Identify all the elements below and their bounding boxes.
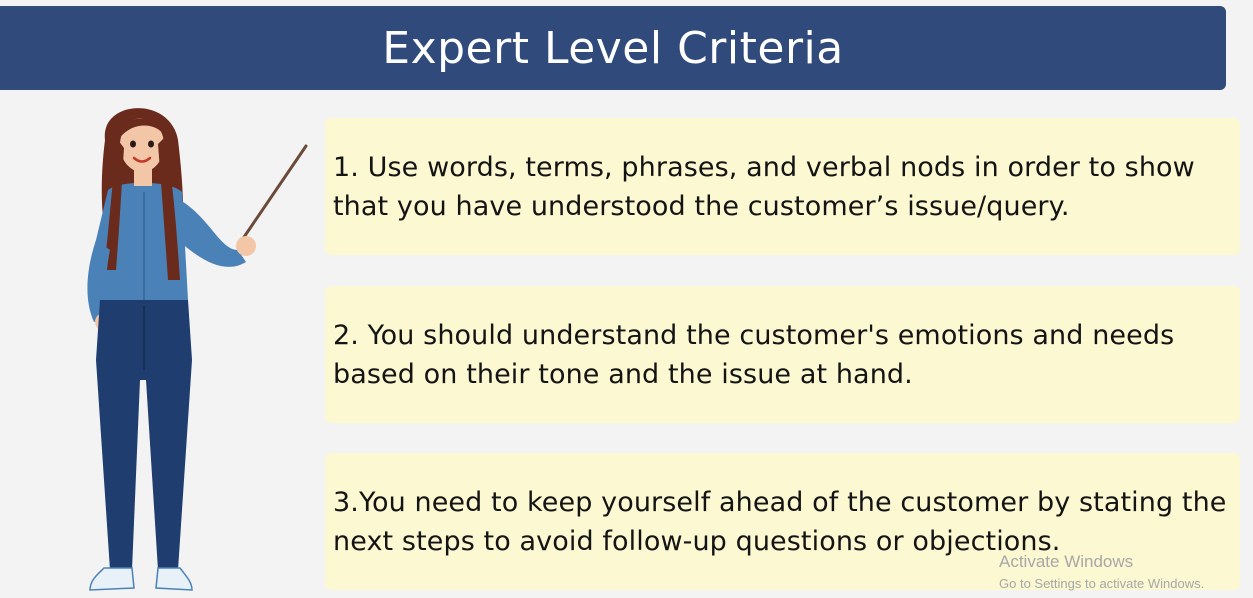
criteria-text-3: 3.You need to keep yourself ahead of the… [333,486,1227,557]
watermark-subtitle: Go to Settings to activate Windows. [999,576,1205,591]
criteria-text-1: 1. Use words, terms, phrases, and verbal… [333,151,1195,222]
watermark-title: Activate Windows [999,552,1134,571]
criteria-card-2: 2. You should understand the customer's … [325,286,1240,423]
title-banner: Expert Level Criteria [0,6,1226,90]
page-title: Expert Level Criteria [382,22,844,74]
teacher-with-pointer-icon [60,100,320,598]
activation-watermark: Activate Windows Go to Settings to activ… [999,552,1204,591]
criteria-card-1: 1. Use words, terms, phrases, and verbal… [325,118,1240,255]
criteria-card-3: 3.You need to keep yourself ahead of the… [325,453,1240,590]
criteria-text-2: 2. You should understand the customer's … [333,319,1175,390]
